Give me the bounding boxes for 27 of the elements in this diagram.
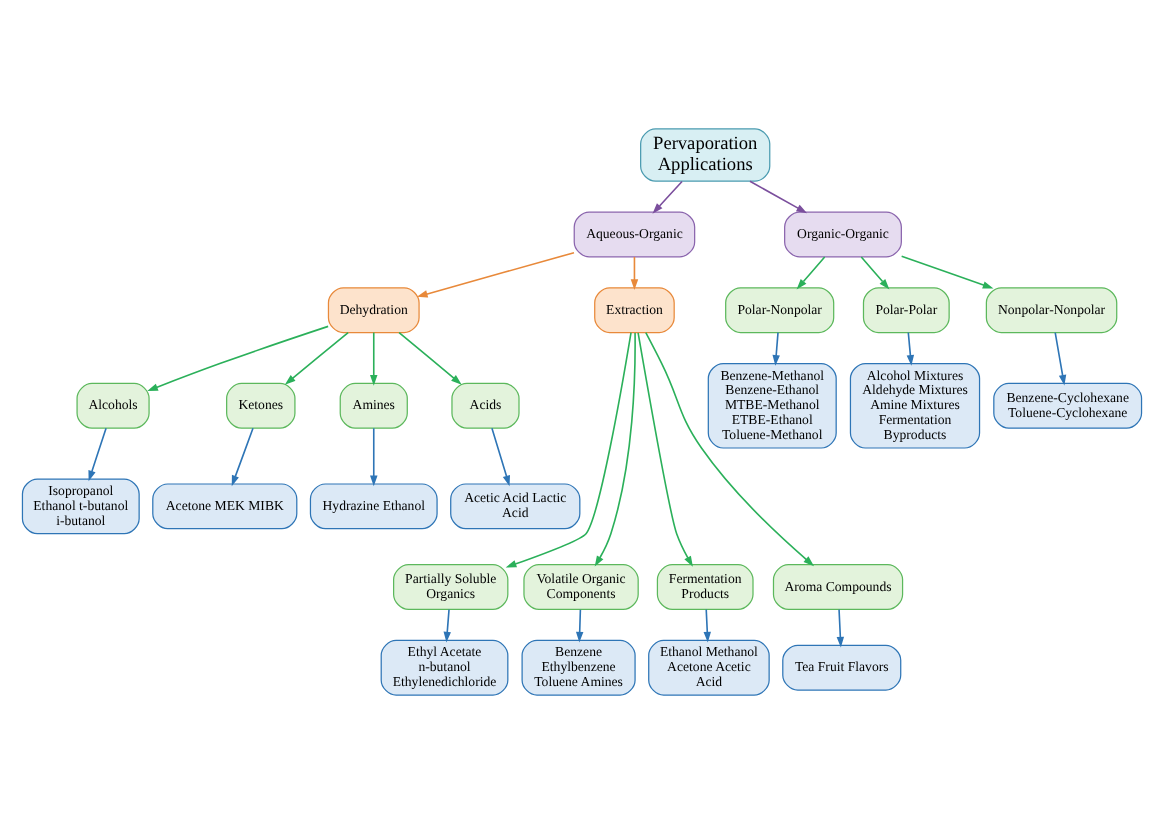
arrow [88,427,107,482]
arrow [860,256,890,290]
arrow [906,331,915,366]
arrow [491,427,510,487]
arrow [231,427,254,487]
arrow [772,331,780,366]
arrow [749,180,808,214]
arrow [796,256,826,290]
arrow [630,256,639,290]
arrow [836,608,845,648]
arrow [370,331,378,386]
arrow [637,332,693,567]
arrow [645,331,815,567]
arrow [703,608,711,643]
arrow [1054,331,1067,386]
arrow [594,332,636,567]
arrow [652,180,683,214]
node-box: Pervaporation Applications [640,128,771,182]
arrow [505,331,632,568]
arrow [443,608,451,643]
arrow [900,255,994,289]
arrow [147,325,329,392]
arrow [416,251,575,298]
arrow [398,331,462,385]
arrow [370,427,378,487]
arrow [284,331,349,385]
arrow [575,608,584,643]
